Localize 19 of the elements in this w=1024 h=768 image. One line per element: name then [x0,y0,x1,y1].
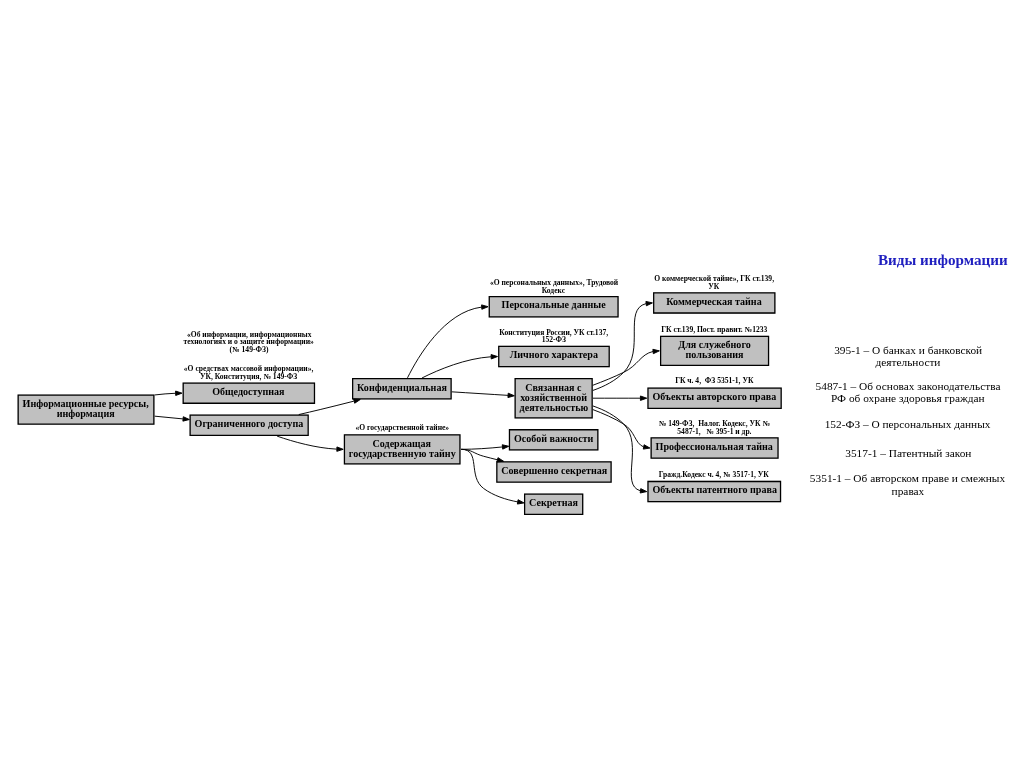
arrow [592,300,653,391]
label: 3517-1 – Патентный закон [845,446,972,459]
arrow [407,304,489,379]
arrow [421,354,498,379]
arrow [154,415,190,422]
label: 395-1 – О банках и банковской деятельности [834,343,983,369]
arrow [451,391,515,399]
arrow [460,448,525,505]
label: 5351-1 – Об авторском праве и смежных правах [809,472,1006,498]
arrow [592,409,651,450]
label: 152-ФЗ – О персональных данных [824,418,991,431]
label: 5487-1 – Об основах законодательства РФ об охране здоровья граждан [815,379,1001,405]
arrow [592,405,648,494]
diagram-title: Виды информации [878,251,1008,268]
arrow [276,435,344,452]
arrow [592,348,660,386]
arrow [298,398,361,416]
arrow [592,395,648,401]
arrow [154,390,183,396]
